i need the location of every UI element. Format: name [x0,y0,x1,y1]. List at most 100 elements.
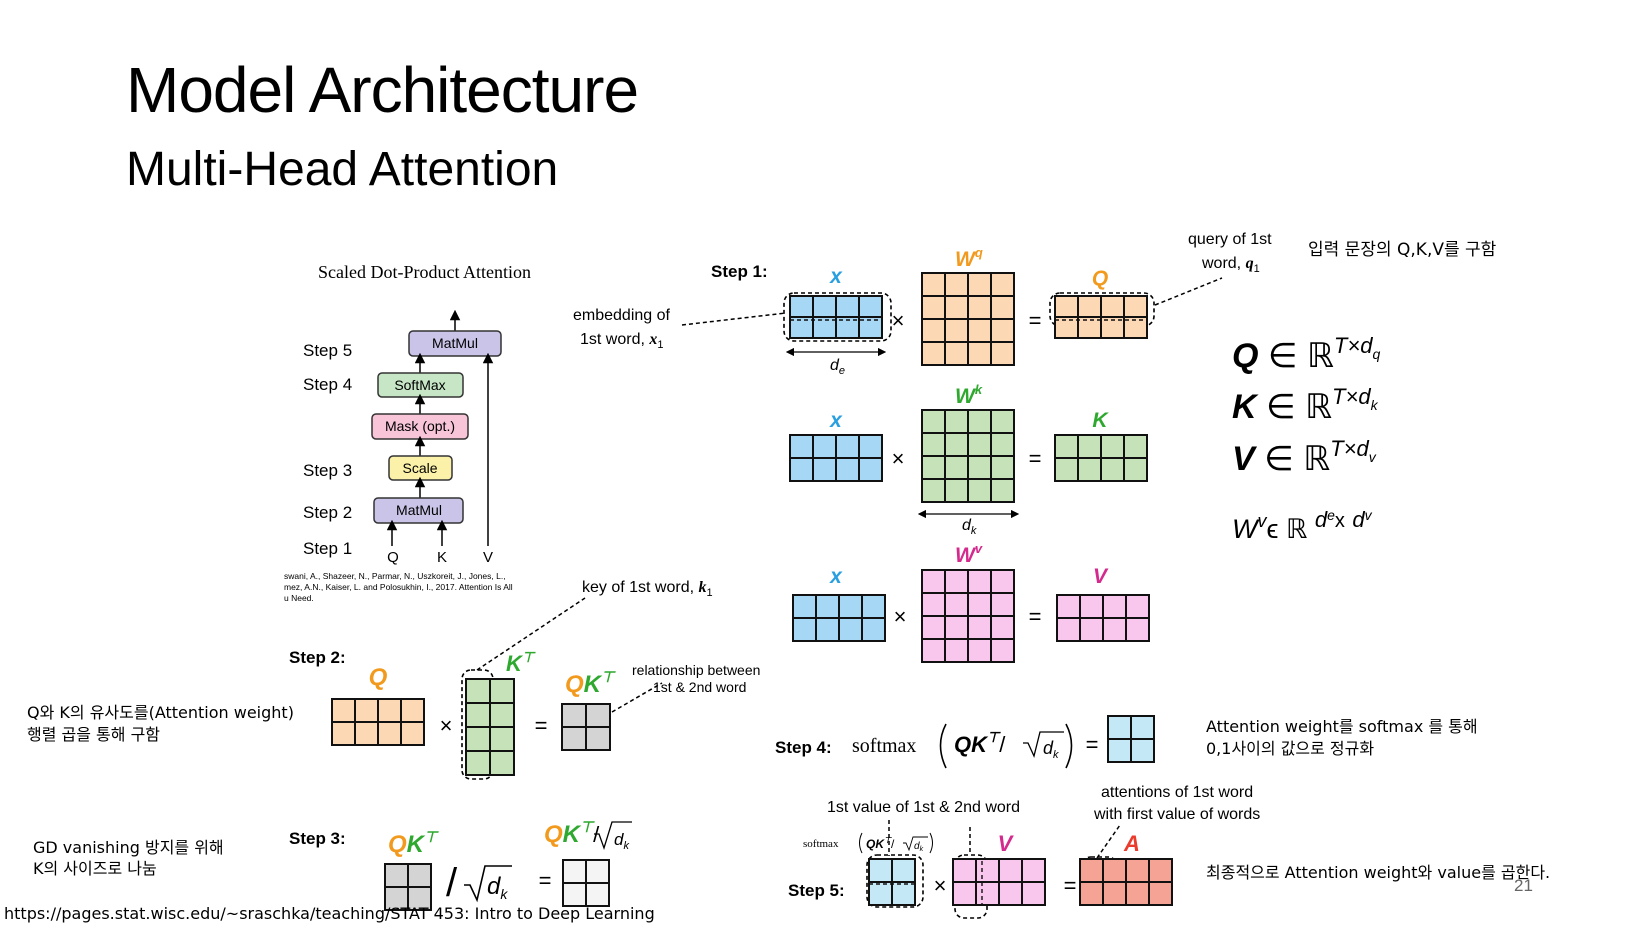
def-wv-w: W [1232,514,1260,544]
step5-q: Q [866,837,876,851]
equals-2: = [1029,446,1042,471]
step2-times: × [440,713,453,738]
v-matrix [1056,594,1150,642]
step3r-k: K [563,821,582,848]
query-symbol: q [1246,255,1254,272]
x-label-2: x [829,409,843,432]
de-label: de [830,357,845,377]
step2-kt-sup: ⊤ [522,649,536,665]
def-v-sym: V [1232,440,1258,478]
def-q: Q ∈ ℝT×dq [1232,333,1380,375]
step2-q: Q [369,664,388,691]
step5-a: A [1123,831,1140,856]
note-softmax-1: Attention weight를 softmax 를 통해 [1206,717,1478,736]
step5-times: × [934,873,947,898]
step4-qkt: QK⊤/ [954,729,1006,757]
step2-kt-matrix [465,678,515,776]
citation-line3: u Need. [284,593,314,603]
sdpa-step4: Step 4 [303,375,352,394]
step5-equals: = [1064,873,1077,898]
step5-k: K [875,837,885,851]
dk-sub: k [971,525,977,537]
def-wv: Wvϵ ℝ dex dv [1232,503,1373,544]
matmul-bottom-label: MatMul [396,502,442,518]
sdpa-title: Scaled Dot-Product Attention [318,262,531,282]
sdpa-step2: Step 2 [303,503,352,522]
de-sub: e [839,365,845,377]
step3r-q: Q [544,821,563,848]
step3-qkt-sup: ⊤ [424,829,439,846]
step5-weights-matrix [868,858,916,906]
softmax-label: SoftMax [394,377,445,393]
def-v-in: ∈ [1264,440,1294,478]
step4-equals: = [1086,732,1099,757]
note-gd-2: K의 사이즈로 나눔 [33,859,157,878]
def-q-sub: q [1372,346,1380,362]
input-k: K [437,549,447,566]
step5-a-matrix [1079,858,1173,906]
note-gd-1: GD vanishing 방지를 위해 [33,838,224,857]
scale-label: Scale [402,460,437,476]
embedding-symbol: x [648,331,657,348]
attn-line2: with first value of words [1093,806,1260,823]
step2-qkt: QK⊤ [565,669,616,698]
rel-line2: 1st & 2nd word [653,679,746,695]
step3-result-matrix [562,859,610,907]
step4-q: Q [954,732,971,757]
query-text: word, [1201,255,1241,272]
key-line: key of 1st word, k1 [582,579,713,599]
def-wv-db: d [1352,507,1365,532]
k-label-1: K [1092,409,1109,432]
def-wv-da: d [1315,507,1328,532]
matmul-top-label: MatMul [432,335,478,351]
wq-matrix [921,272,1015,366]
step4-softmax: softmax [852,735,916,757]
step2-label: Step 2: [289,648,346,667]
k-matrix [1054,434,1148,482]
step1-label: Step 1: [711,262,768,281]
step4-result-matrix [1107,715,1155,763]
matmul-bottom-block [373,497,464,524]
def-v: V ∈ ℝT×dv [1232,436,1377,478]
def-q-r: ℝ [1307,337,1334,375]
matmul-top-block [408,330,502,357]
def-v-sub: v [1369,449,1377,465]
step3-sub: k [500,886,508,902]
step3-dk: dk [487,873,508,902]
step5-sup: ⊤ [884,836,892,845]
wq-letter: W [955,248,977,271]
step3r-sup: ⊤ [580,819,595,836]
step5-subk: k [920,846,924,853]
def-q-exp: T×d [1334,333,1373,358]
step3r-sub: k [623,840,629,852]
wk-sup: k [975,382,983,397]
def-k-r: ℝ [1305,388,1332,426]
query-line2: word, q1 [1201,255,1260,275]
def-wv-x: x [1335,510,1345,532]
step4-slash: / [999,732,1006,757]
dk-label: dk [962,517,977,537]
step2-qkt-k: K [584,671,603,698]
citation-line2: mez, A.N., Kaiser, L. and Polosukhin, I.… [284,582,513,592]
times-2: × [892,446,905,471]
note-qkv: 입력 문장의 Q,K,V를 구함 [1308,240,1497,260]
embedding-sub: 1 [657,339,663,351]
def-wv-in: ϵ [1266,514,1278,544]
query-line1: query of 1st [1188,231,1272,248]
step5-v: V [998,831,1015,856]
de-letter: d [830,357,840,374]
input-q: Q [387,549,399,566]
step5-d: d [914,841,920,852]
wv-label: Wv [955,541,983,567]
step4-dk: dk [1043,738,1059,761]
step5-slash: / [891,837,895,851]
slide-title: Model Architecture [126,54,639,126]
def-wv-r: ℝ [1286,514,1307,544]
x-matrix-2 [789,434,883,482]
slide-subtitle: Multi-Head Attention [126,143,559,196]
def-q-sym: Q [1232,337,1258,375]
step5-dk: dk [914,841,924,853]
wk-label: Wk [955,382,983,408]
matrix-grids [331,272,1173,911]
wk-letter: W [955,385,977,408]
